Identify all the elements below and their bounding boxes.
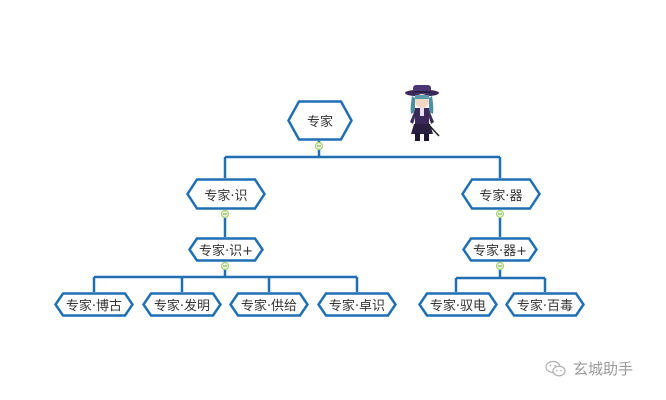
hexagon-border bbox=[418, 292, 498, 317]
node-root[interactable]: 专家 bbox=[287, 100, 353, 141]
node-gongji[interactable]: 专家·供给 bbox=[229, 292, 309, 317]
node-qi[interactable]: 专家·器 bbox=[461, 178, 541, 210]
node-yudian[interactable]: 专家·驭电 bbox=[418, 292, 498, 317]
hexagon-border bbox=[461, 178, 541, 210]
hexagon-border bbox=[229, 292, 309, 317]
node-shi-plus[interactable]: 专家·识+ bbox=[188, 237, 264, 262]
watermark: 玄城助手 bbox=[545, 358, 633, 379]
hexagon-border bbox=[186, 178, 266, 210]
node-label: 专家·识 bbox=[204, 188, 248, 204]
hexagon-border bbox=[505, 292, 585, 317]
node-label: 专家·卓识 bbox=[328, 299, 386, 314]
node-baidu[interactable]: 专家·百毒 bbox=[505, 292, 585, 317]
hexagon-border bbox=[287, 100, 353, 141]
hexagon-border bbox=[188, 237, 264, 262]
node-faming[interactable]: 专家·发明 bbox=[142, 292, 222, 317]
hexagon-border bbox=[317, 292, 397, 317]
character-sprite-icon bbox=[405, 85, 440, 141]
node-label: 专家·供给 bbox=[240, 299, 298, 314]
watermark-text: 玄城助手 bbox=[573, 360, 634, 378]
node-shi[interactable]: 专家·识 bbox=[186, 178, 266, 210]
node-label: 专家·驭电 bbox=[429, 299, 487, 314]
wechat-icon bbox=[545, 360, 566, 376]
node-label: 专家·识+ bbox=[198, 244, 254, 259]
node-label: 专家·发明 bbox=[153, 299, 211, 314]
node-label: 专家·器+ bbox=[472, 244, 528, 259]
node-zhuoshi[interactable]: 专家·卓识 bbox=[317, 292, 397, 317]
node-label: 专家 bbox=[306, 115, 333, 130]
node-label: 专家·器 bbox=[479, 188, 523, 204]
hexagon-border bbox=[462, 237, 538, 262]
node-bogu[interactable]: 专家·博古 bbox=[54, 292, 134, 317]
hexagon-border bbox=[54, 292, 134, 317]
node-qi-plus[interactable]: 专家·器+ bbox=[462, 237, 538, 262]
node-label: 专家·博古 bbox=[65, 299, 123, 314]
hexagon-border bbox=[142, 292, 222, 317]
node-label: 专家·百毒 bbox=[516, 299, 574, 314]
